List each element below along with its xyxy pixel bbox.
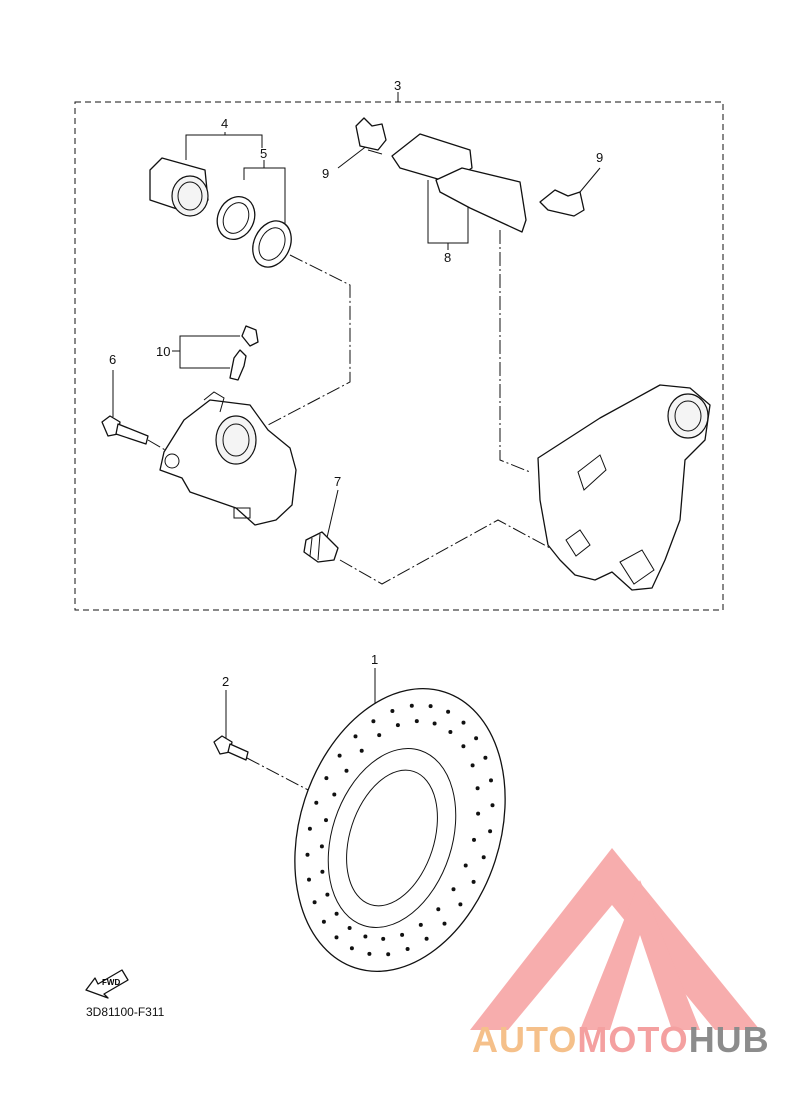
fwd-arrow-icon: FWD — [85, 969, 129, 999]
callout-9-left: 9 — [322, 166, 329, 181]
disc-hole — [476, 811, 481, 816]
disc-hole — [334, 935, 339, 940]
callout-10: 10 — [156, 344, 170, 359]
disc-hole — [414, 719, 419, 724]
disc-hole — [325, 892, 330, 897]
disc-hole — [461, 744, 466, 749]
disc-hole — [307, 877, 311, 882]
leader-lines — [112, 92, 601, 793]
piston-seal-icon — [216, 196, 256, 240]
disc-hole — [428, 704, 433, 709]
disc-hole — [481, 855, 486, 860]
disc-hole — [458, 902, 463, 907]
callout-3: 3 — [394, 78, 401, 93]
watermark-moto: MOTO — [577, 1019, 688, 1060]
disc-hole — [305, 852, 310, 857]
disc-hole — [390, 709, 395, 713]
disc-hole — [363, 934, 368, 939]
disc-hole — [386, 952, 391, 957]
caliper-bolt-icon — [101, 415, 149, 445]
disc-hole — [359, 748, 364, 753]
callout-2: 2 — [222, 674, 229, 689]
brake-caliper-icon — [159, 391, 297, 526]
disc-bolt-icon — [213, 735, 249, 761]
brake-disc-icon — [294, 688, 506, 972]
pad-spring-icon — [355, 117, 387, 155]
dust-seal-icon — [252, 220, 292, 268]
callout-8: 8 — [444, 250, 451, 265]
disc-hole — [395, 723, 400, 728]
disc-hole — [371, 719, 376, 724]
disc-hole — [470, 763, 475, 768]
disc-hole — [475, 786, 480, 791]
disc-hole — [483, 755, 488, 760]
callout-4: 4 — [221, 116, 228, 131]
slide-pin-boot-icon — [303, 531, 339, 563]
disc-hole — [474, 736, 479, 741]
disc-hole — [377, 733, 382, 738]
disc-hole — [446, 709, 451, 714]
diagram-code: 3D81100-F311 — [86, 1005, 165, 1019]
disc-hole — [381, 936, 386, 941]
watermark-hub: HUB — [689, 1019, 770, 1060]
watermark-text: AUTOMOTOHUB — [472, 1019, 770, 1060]
disc-hole — [442, 921, 447, 926]
disc-hole — [332, 792, 337, 797]
disc-hole — [400, 932, 405, 937]
disc-hole — [490, 803, 495, 808]
disc-hole — [424, 936, 429, 941]
disc-hole — [451, 887, 456, 892]
disc-hole — [405, 947, 410, 951]
disc-hole — [320, 869, 325, 874]
disc-hole — [349, 946, 354, 951]
callout-7: 7 — [334, 474, 341, 489]
bleed-screw-icon — [229, 349, 247, 381]
disc-hole — [409, 703, 414, 708]
disc-hole — [334, 911, 339, 916]
callout-6: 6 — [109, 352, 116, 367]
disc-hole — [321, 919, 326, 924]
fwd-label: FWD — [102, 978, 120, 987]
disc-hole — [488, 829, 493, 834]
disc-hole — [344, 768, 349, 773]
caliper-bracket-icon — [537, 384, 711, 591]
disc-hole — [436, 907, 441, 912]
automotohub-logo-icon — [470, 848, 760, 1030]
disc-hole — [367, 951, 372, 956]
disc-hole — [472, 837, 476, 842]
disc-hole — [324, 818, 328, 823]
disc-hole — [353, 734, 358, 739]
callout-1: 1 — [371, 652, 378, 667]
disc-hole — [471, 879, 476, 884]
watermark-auto: AUTO — [472, 1019, 577, 1060]
brake-pad-icon — [391, 133, 527, 233]
disc-hole — [319, 844, 324, 849]
disc-hole — [337, 753, 342, 758]
disc-hole — [432, 721, 437, 726]
caliper-assembly-boundary — [74, 101, 724, 611]
disc-hole — [307, 826, 312, 831]
disc-hole — [314, 800, 319, 805]
disc-hole — [489, 778, 493, 783]
disc-hole — [418, 922, 423, 927]
disc-hole — [347, 926, 352, 930]
callout-5: 5 — [260, 146, 267, 161]
pad-spring-right-icon — [539, 189, 585, 217]
callout-9-right: 9 — [596, 150, 603, 165]
piston-icon — [149, 157, 209, 217]
disc-hole — [461, 720, 466, 725]
disc-hole — [312, 900, 317, 905]
disc-hole — [324, 776, 329, 781]
disc-hole — [463, 863, 468, 868]
disc-hole — [448, 730, 453, 734]
bleed-cap-icon — [241, 325, 259, 347]
